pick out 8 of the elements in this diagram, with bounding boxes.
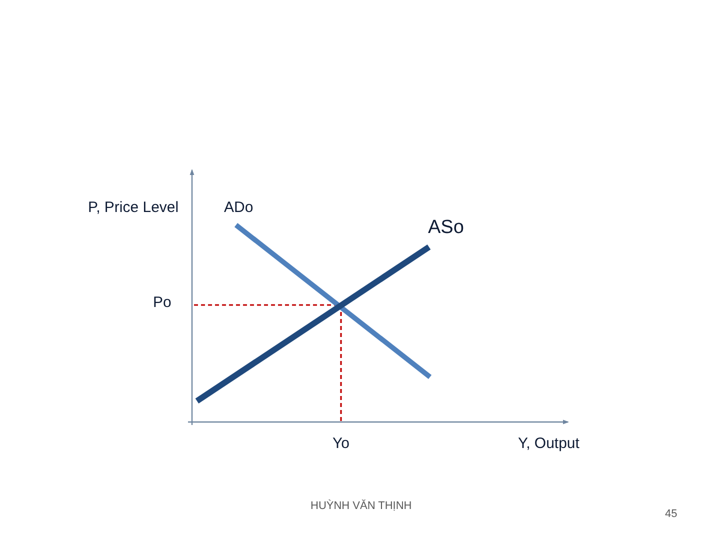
axis-title: Y, Output — [518, 436, 580, 452]
curve-label: ADo — [224, 200, 254, 216]
axis-marker-label: Yo — [332, 436, 350, 452]
author-name: HUỲNH VĂN THỊNH — [310, 500, 412, 512]
axis-title: P, Price Level — [88, 200, 179, 216]
page-number: 45 — [665, 508, 678, 520]
curve-label: ASo — [428, 218, 464, 239]
axis-marker-label: Po — [153, 295, 172, 312]
